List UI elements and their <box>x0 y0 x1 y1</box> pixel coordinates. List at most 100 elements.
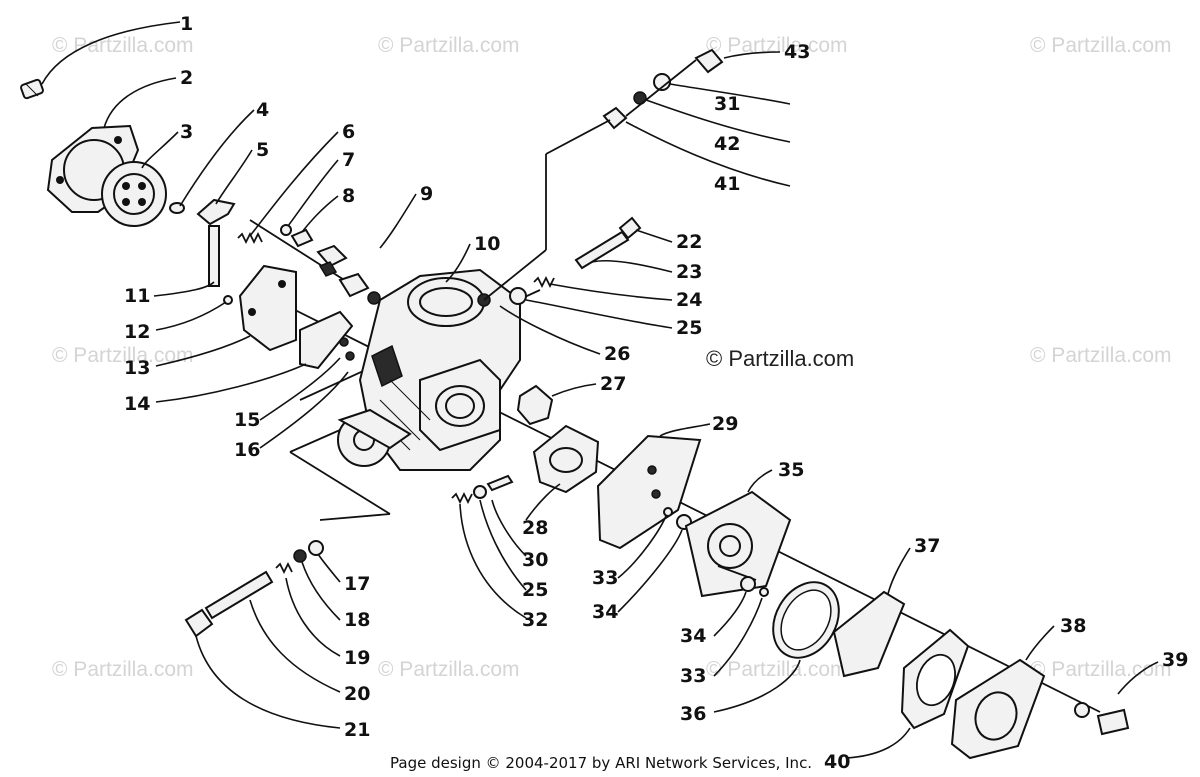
screw-part-33b <box>759 587 769 597</box>
callout-label: 12 <box>124 321 150 343</box>
callout-label: 6 <box>342 121 355 143</box>
needle-tip <box>318 261 338 277</box>
watermark-group: © Partzilla.com © Partzilla.com © Partzi… <box>52 34 1172 681</box>
callout-label: 34 <box>592 601 618 623</box>
watermark-foreground: © Partzilla.com <box>706 346 854 371</box>
spring-part-32 <box>451 491 473 505</box>
callout-label: 31 <box>714 93 740 115</box>
callout-label: 41 <box>714 173 740 195</box>
callout-label: 17 <box>344 573 370 595</box>
leader-lines <box>41 21 1159 759</box>
o-ring-part-18 <box>293 549 307 563</box>
watermark: © Partzilla.com <box>706 658 848 681</box>
callout-labels: 1 2 3 4 5 6 7 8 9 10 11 12 13 14 15 16 1… <box>124 13 1188 741</box>
callout-label: 33 <box>680 665 706 687</box>
callout-label: 36 <box>680 703 706 725</box>
watermark: © Partzilla.com <box>52 34 194 57</box>
gasket-plate-part-29 <box>596 434 702 550</box>
cap-part-22 <box>618 216 642 240</box>
diaphragm-part-3 <box>101 161 167 227</box>
watermark: © Partzilla.com <box>1030 344 1172 367</box>
callout-label: 33 <box>592 567 618 589</box>
callout-label: 24 <box>676 289 702 311</box>
callout-label: 25 <box>522 579 548 601</box>
callout-label: 23 <box>676 261 702 283</box>
watermark: © Partzilla.com <box>52 344 194 367</box>
callout-label: 4 <box>256 99 269 121</box>
callout-label: 39 <box>1162 649 1188 671</box>
screw-part-33 <box>663 507 673 517</box>
fitting-part-27 <box>516 384 554 426</box>
callout-label: 13 <box>124 357 150 379</box>
spring-part-19 <box>275 561 293 575</box>
callout-label: 35 <box>778 459 804 481</box>
seat-part <box>338 272 370 298</box>
callout-label: 28 <box>522 517 548 539</box>
callout-label: 15 <box>234 409 260 431</box>
callout-label: 21 <box>344 719 370 741</box>
callout-label: 38 <box>1060 615 1086 637</box>
callout-label: 16 <box>234 439 260 461</box>
callout-label: 14 <box>124 393 150 415</box>
callout-label: 8 <box>342 185 355 207</box>
gasket-part-40 <box>900 628 970 730</box>
washer-part-31 <box>653 73 671 91</box>
callout-label: 20 <box>344 683 370 705</box>
washer-part-7 <box>280 224 292 236</box>
watermark: © Partzilla.com <box>1030 658 1172 681</box>
callout-label: 2 <box>180 67 193 89</box>
pump-body-part-35 <box>684 490 792 598</box>
callout-label: 26 <box>604 343 630 365</box>
callout-label: 40 <box>824 751 850 773</box>
callout-label: 7 <box>342 149 355 171</box>
callout-label: 29 <box>712 413 738 435</box>
callout-label: 5 <box>256 139 269 161</box>
spring-part-6 <box>237 231 263 245</box>
callout-label: 30 <box>522 549 548 571</box>
pump-cover-part-38 <box>950 658 1046 760</box>
plate-part-37 <box>832 590 906 678</box>
callout-label: 19 <box>344 647 370 669</box>
callout-label: 3 <box>180 121 193 143</box>
watermark: © Partzilla.com <box>52 658 194 681</box>
clip-part-8 <box>290 228 314 248</box>
watermark: © Partzilla.com <box>1030 34 1172 57</box>
cap-part-21 <box>184 608 214 638</box>
pin-part-11 <box>208 225 220 287</box>
callout-label: 9 <box>420 183 433 205</box>
callout-label: 25 <box>676 317 702 339</box>
screw-part-30 <box>486 474 514 492</box>
callout-label: 42 <box>714 133 740 155</box>
callout-label: 27 <box>600 373 626 395</box>
diaphragm-ring-part-36 <box>772 581 840 659</box>
footer: Page design © 2004-2017 by ARI Network S… <box>390 751 850 773</box>
washer-part-34b <box>740 576 756 592</box>
screw-set-part-39 <box>1074 702 1130 736</box>
callout-label: 22 <box>676 231 702 253</box>
callout-label: 43 <box>784 41 810 63</box>
callout-label: 32 <box>522 609 548 631</box>
lever-part-5 <box>196 198 236 226</box>
fitting-part-41 <box>602 106 628 130</box>
watermark: © Partzilla.com <box>706 34 848 57</box>
callout-label: 11 <box>124 285 150 307</box>
callout-label: 1 <box>180 13 193 35</box>
callout-label: 37 <box>914 535 940 557</box>
watermark: © Partzilla.com <box>378 34 520 57</box>
washer-part-17 <box>308 540 324 556</box>
carburetor-body-part-10 <box>358 268 521 471</box>
callout-label: 18 <box>344 609 370 631</box>
callout-label: 10 <box>474 233 500 255</box>
throttle-lever-assembly <box>337 408 412 467</box>
watermark: © Partzilla.com <box>378 658 520 681</box>
screw-part-1 <box>20 78 44 100</box>
parts-drawing <box>20 48 1130 760</box>
o-ring <box>367 291 381 305</box>
screw-part-20 <box>204 570 274 620</box>
cap-part-43 <box>694 48 724 74</box>
screw-part-23 <box>574 230 630 270</box>
gasket-part-14 <box>299 310 354 370</box>
screw-part-4 <box>169 202 185 214</box>
washer-part-25b <box>473 485 487 499</box>
